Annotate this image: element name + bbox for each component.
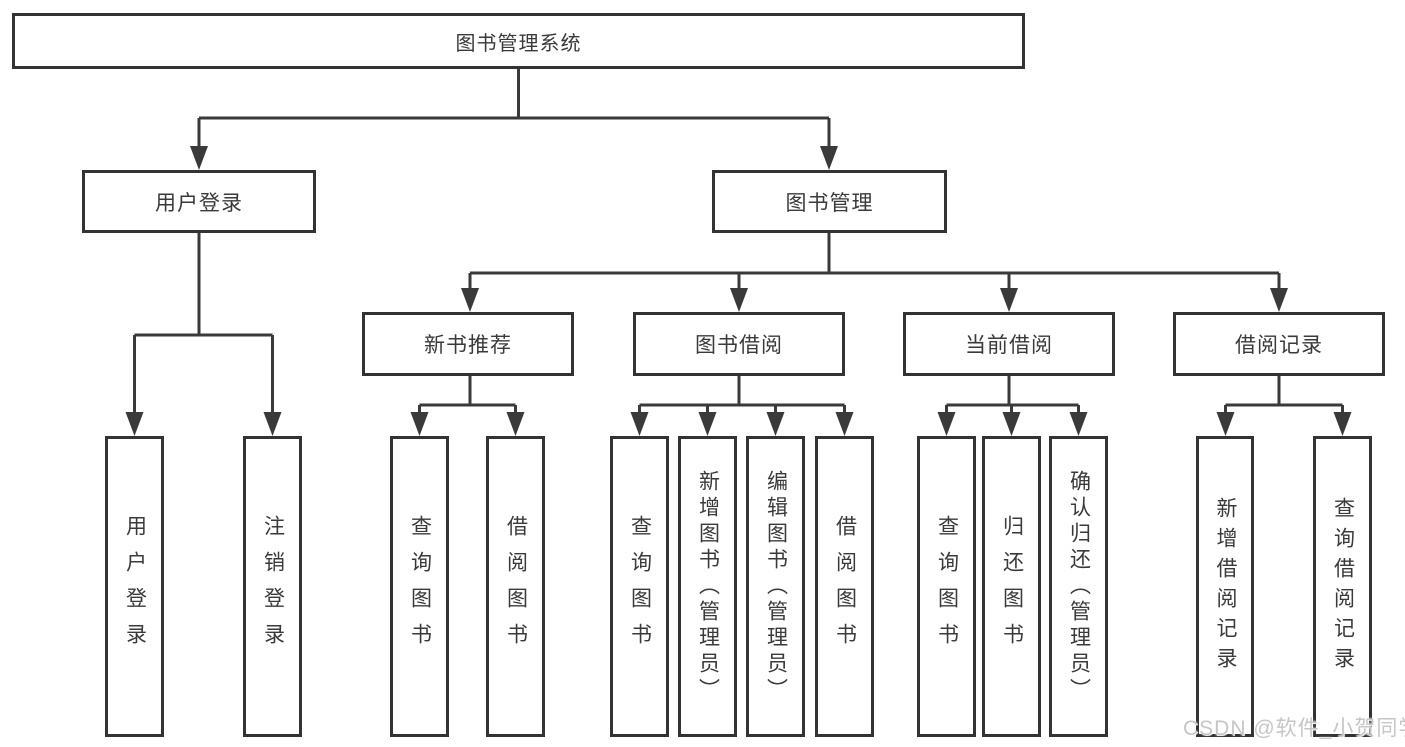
arrowheads — [125, 146, 1352, 436]
leaf-add-book-admin: 新增图书（管理员） — [678, 436, 737, 737]
watermark: CSDN @软件_小贺同学 — [1183, 717, 1405, 740]
leaf-logout: 注销登录 — [243, 436, 302, 737]
leaf-query-books-borrow: 查询图书 — [610, 436, 669, 737]
leaf-query-books-current: 查询图书 — [917, 436, 976, 737]
leaf-edit-book-admin: 编辑图书（管理员） — [746, 436, 805, 737]
leaf-query-books-recommend: 查询图书 — [390, 436, 449, 737]
leaf-return-books: 归还图书 — [982, 436, 1041, 737]
group-current-borrow: 当前借阅 — [903, 312, 1115, 376]
group-borrow-records: 借阅记录 — [1173, 312, 1385, 376]
leaf-confirm-return-admin: 确认归还（管理员） — [1049, 436, 1108, 737]
branch-book-management: 图书管理 — [712, 170, 947, 233]
leaf-user-login: 用户登录 — [105, 436, 164, 737]
root-node: 图书管理系统 — [12, 13, 1025, 69]
group-book-borrow: 图书借阅 — [633, 312, 845, 376]
branch-user-login: 用户登录 — [82, 170, 316, 233]
leaf-add-borrow-record: 新增借阅记录 — [1196, 436, 1254, 737]
leaf-borrow-books-recommend: 借阅图书 — [486, 436, 545, 737]
group-new-book-recommend: 新书推荐 — [362, 312, 574, 376]
leaf-query-borrow-record: 查询借阅记录 — [1313, 436, 1372, 737]
leaf-borrow-books: 借阅图书 — [815, 436, 874, 737]
